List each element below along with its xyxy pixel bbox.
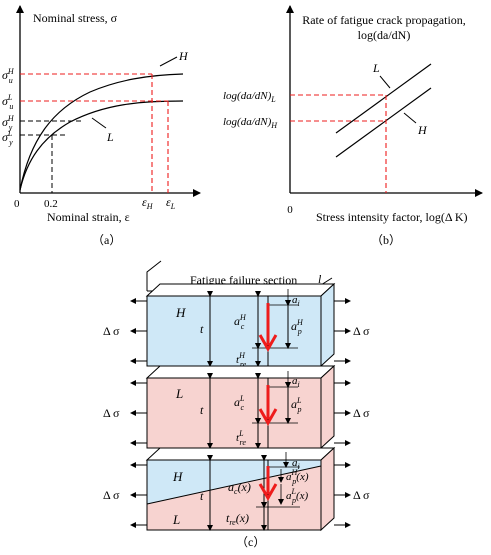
leader-H	[159, 56, 178, 67]
stress-label-right-3: Δ σ	[353, 488, 370, 502]
curve-H	[19, 73, 184, 191]
stress-labels: Δ σ Δ σ Δ σ Δ σ Δ σ Δ σ	[103, 324, 370, 502]
label-eps-H: εH	[142, 195, 154, 211]
panel-b-title-line2: log(da/dN)	[358, 28, 411, 42]
block-1-crack-head	[258, 334, 278, 353]
block-3-t: t	[200, 489, 204, 503]
axis-corner	[146, 260, 162, 291]
block-3-side-face	[320, 446, 335, 532]
block-3-ac: ac(x)	[228, 480, 251, 496]
block-1-region-H: H	[175, 305, 186, 320]
panel-b-red-guides	[290, 94, 387, 193]
block-1-crack-arrow	[258, 303, 278, 353]
label-line-H: H	[417, 123, 428, 137]
label-curve-L: L	[106, 130, 114, 144]
stress-label-left-3: Δ σ	[103, 488, 120, 502]
panel-a-red-guides	[20, 73, 169, 193]
label-eps-L: εL	[166, 195, 176, 211]
stress-label-left-1: Δ σ	[103, 324, 120, 338]
panel-a-caption: （a）	[92, 233, 121, 247]
block-3-crack-arrow	[258, 466, 278, 502]
label-rate-H: log(da/dN)H	[223, 116, 278, 130]
block-2-region-L: L	[175, 386, 183, 401]
panel-b: Rate of fatigue crack propagation, log(d…	[223, 5, 483, 247]
block-3-H-region	[147, 460, 321, 504]
panel-a-y-axis-title: Nominal stress, σ	[33, 11, 118, 25]
stress-label-right-1: Δ σ	[353, 324, 370, 338]
block-3-interface-line	[146, 465, 322, 505]
block-1-ai: ai	[292, 294, 300, 308]
block-2-ai: ai	[292, 375, 300, 389]
panel-a: Nominal stress, σ Nominal strain, ε 0 0.…	[2, 5, 201, 247]
label-curve-H: H	[178, 49, 189, 63]
label-l: l	[318, 272, 322, 286]
block-3-region-H: H	[172, 469, 183, 484]
block-3-tre: tre(x)	[226, 511, 249, 527]
line-H	[335, 87, 432, 158]
block-1-top-face	[145, 283, 336, 297]
block-2-side-face	[320, 364, 335, 450]
block-3-crack-head	[258, 483, 278, 502]
panel-b-title-line1: Rate of fatigue crack propagation,	[302, 13, 466, 27]
leader-line-L	[379, 75, 391, 89]
block-3-ai: ai	[292, 457, 300, 471]
panel-b-caption: （b）	[371, 233, 401, 247]
panel-c: x Fatigue failure section l H t aHc aHp …	[103, 260, 370, 549]
panel-b-x-axis-title: Stress intensity factor, log(Δ K)	[316, 210, 468, 224]
line-L	[335, 63, 432, 134]
panel-b-origin: 0	[287, 204, 293, 216]
block-1-front-face	[146, 295, 322, 367]
block-2-top-face	[145, 365, 336, 379]
label-line-L: L	[372, 61, 380, 75]
block-3-L-region	[147, 466, 321, 530]
block-3-top-face	[145, 447, 336, 461]
block-2-t: t	[200, 403, 204, 417]
block-1-side-face	[320, 282, 335, 368]
panel-a-tick-02: 0.2	[44, 198, 58, 210]
panel-a-black-guides	[20, 120, 83, 193]
leader-line-H	[403, 112, 417, 124]
block-2-crack-head	[258, 408, 278, 427]
leader-L	[91, 117, 107, 129]
block-2-front-face	[146, 377, 322, 449]
stress-label-right-2: Δ σ	[353, 406, 370, 420]
block-2-crack-arrow	[258, 385, 278, 427]
stress-label-left-2: Δ σ	[103, 406, 120, 420]
stress-arrows-right	[334, 298, 351, 528]
label-rate-L: log(da/dN)L	[223, 90, 276, 104]
panel-a-x-labels: εH εL	[142, 195, 176, 211]
curve-L	[19, 100, 184, 191]
panel-a-x-axis-title: Nominal strain, ε	[47, 210, 130, 224]
block-1-t: t	[200, 322, 204, 336]
panel-a-origin: 0	[14, 198, 20, 210]
panel-c-caption: （c）	[236, 535, 265, 549]
stress-arrows-left	[130, 298, 147, 528]
block-3-region-L: L	[172, 512, 180, 527]
